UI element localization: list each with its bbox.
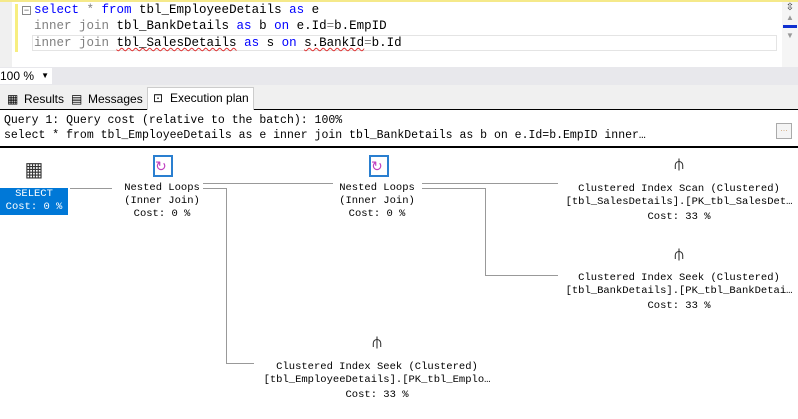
code-token: e — [304, 3, 320, 17]
connector — [422, 188, 486, 189]
code-token: e.Id — [289, 19, 327, 33]
messages-icon: ▤ — [71, 92, 83, 106]
code-token: b.Id — [371, 36, 402, 50]
tab-execution-plan[interactable]: ⊡ Execution plan — [147, 87, 254, 110]
plan-node-index-seek-bank[interactable]: Clustered Index Seek (Clustered)[tbl_Ban… — [566, 272, 793, 313]
tab-results[interactable]: ▦ Results — [2, 89, 64, 110]
editor-gutter — [0, 2, 12, 69]
code-token: inner join — [34, 36, 110, 50]
clustered-index-scan-icon: ⫛ — [674, 156, 684, 173]
node-op: SELECT — [15, 188, 53, 200]
zoom-bar — [0, 67, 798, 85]
node-text: [tbl_BankDetails].[PK_tbl_BankDetai… — [565, 285, 793, 297]
node-text: (Inner Join) — [124, 195, 200, 207]
query-text: select * from tbl_EmployeeDetails as e i… — [4, 129, 646, 142]
code-token — [237, 36, 245, 50]
zoom-select[interactable]: 100 % ▼ — [0, 68, 52, 84]
vertical-scrollbar[interactable]: ⇳ ▲ ▼ — [782, 2, 798, 69]
node-text: [tbl_EmployeeDetails].[PK_tbl_Emplo… — [263, 374, 491, 386]
plan-header: Query 1: Query cost (relative to the bat… — [0, 111, 798, 148]
tab-label: Results — [24, 92, 65, 106]
connector — [422, 183, 558, 184]
node-text: Cost: 0 % — [348, 208, 406, 220]
plan-node-index-seek-employee[interactable]: Clustered Index Seek (Clustered)[tbl_Emp… — [264, 361, 491, 402]
nested-loops-icon: ↻ — [153, 155, 173, 177]
node-cost: Cost: 0 % — [5, 201, 63, 213]
connector — [203, 183, 333, 184]
connector — [203, 188, 227, 189]
connector — [226, 363, 254, 364]
code-token: s.BankId — [304, 36, 365, 50]
select-table-icon: ▦ — [24, 159, 44, 181]
code-token: on — [274, 19, 290, 33]
plan-node-index-scan-sales[interactable]: Clustered Index Scan (Clustered)[tbl_Sal… — [566, 183, 793, 224]
tab-messages[interactable]: ▤ Messages — [66, 89, 146, 110]
node-text: [tbl_SalesDetails].[PK_tbl_SalesDet… — [565, 196, 793, 208]
code-token: s — [259, 36, 282, 50]
code-line-2[interactable]: inner join tbl_BankDetails as b on e.Id=… — [34, 19, 387, 33]
code-line-3[interactable]: inner join tbl_SalesDetails as s on s.Ba… — [32, 35, 777, 51]
node-text: Cost: 33 % — [647, 211, 711, 223]
nested-loops-icon: ↻ — [369, 155, 389, 177]
code-token — [109, 36, 117, 50]
code-token: from — [101, 3, 132, 17]
code-token: tbl_SalesDetails — [116, 36, 237, 50]
code-token: as — [244, 36, 260, 50]
zoom-value: 100 % — [0, 69, 35, 83]
connector — [485, 275, 558, 276]
node-text: Cost: 33 % — [647, 300, 711, 312]
code-token: tbl_EmployeeDetails — [131, 3, 290, 17]
scroll-up-icon[interactable]: ▲ — [786, 13, 794, 22]
query-cost-text: Query 1: Query cost (relative to the bat… — [4, 114, 343, 127]
plan-node-nested-loops-1[interactable]: Nested Loops(Inner Join)Cost: 0 % — [124, 182, 200, 221]
code-token: b.EmpID — [334, 19, 387, 33]
connector — [70, 188, 112, 189]
clustered-index-seek-icon: ⫛ — [372, 334, 382, 351]
code-token: on — [281, 36, 297, 50]
scroll-marker — [783, 25, 797, 28]
node-text: Clustered Index Scan (Clustered) — [578, 183, 780, 195]
code-token: select — [34, 3, 80, 17]
code-token: inner join — [34, 19, 110, 33]
connector — [485, 188, 486, 276]
code-token: tbl_BankDetails — [109, 19, 237, 33]
code-line-1[interactable]: select * from tbl_EmployeeDetails as e — [34, 3, 319, 17]
grid-icon: ▦ — [7, 92, 19, 106]
code-token: as — [236, 19, 252, 33]
collapse-icon[interactable]: − — [22, 5, 31, 15]
scroll-down-icon[interactable]: ▼ — [786, 31, 794, 40]
query-editor[interactable]: − select * from tbl_EmployeeDetails as e… — [0, 0, 798, 69]
code-token: = — [326, 19, 335, 33]
code-token: = — [364, 36, 372, 50]
more-button[interactable]: … — [776, 123, 792, 139]
plan-icon: ⊡ — [153, 91, 164, 105]
change-margin — [15, 4, 18, 52]
node-text: (Inner Join) — [339, 195, 415, 207]
node-text: Nested Loops — [339, 182, 415, 194]
code-token — [297, 36, 305, 50]
node-text: Cost: 33 % — [345, 389, 409, 401]
split-icon[interactable]: ⇳ — [785, 2, 795, 13]
chevron-down-icon: ▼ — [41, 71, 49, 80]
code-token: as — [289, 3, 305, 17]
connector — [226, 188, 227, 364]
clustered-index-seek-icon: ⫛ — [674, 246, 684, 263]
code-token: b — [251, 19, 275, 33]
code-token: * — [79, 3, 102, 17]
tab-label: Execution plan — [170, 91, 249, 105]
results-tabs: ▦ Results ▤ Messages ⊡ Execution plan — [0, 85, 798, 110]
node-text: Clustered Index Seek (Clustered) — [276, 361, 478, 373]
node-text: Clustered Index Seek (Clustered) — [578, 272, 780, 284]
node-text: Cost: 0 % — [133, 208, 191, 220]
node-text: Nested Loops — [124, 182, 200, 194]
plan-node-nested-loops-2[interactable]: Nested Loops(Inner Join)Cost: 0 % — [339, 182, 415, 221]
tab-label: Messages — [88, 92, 143, 106]
